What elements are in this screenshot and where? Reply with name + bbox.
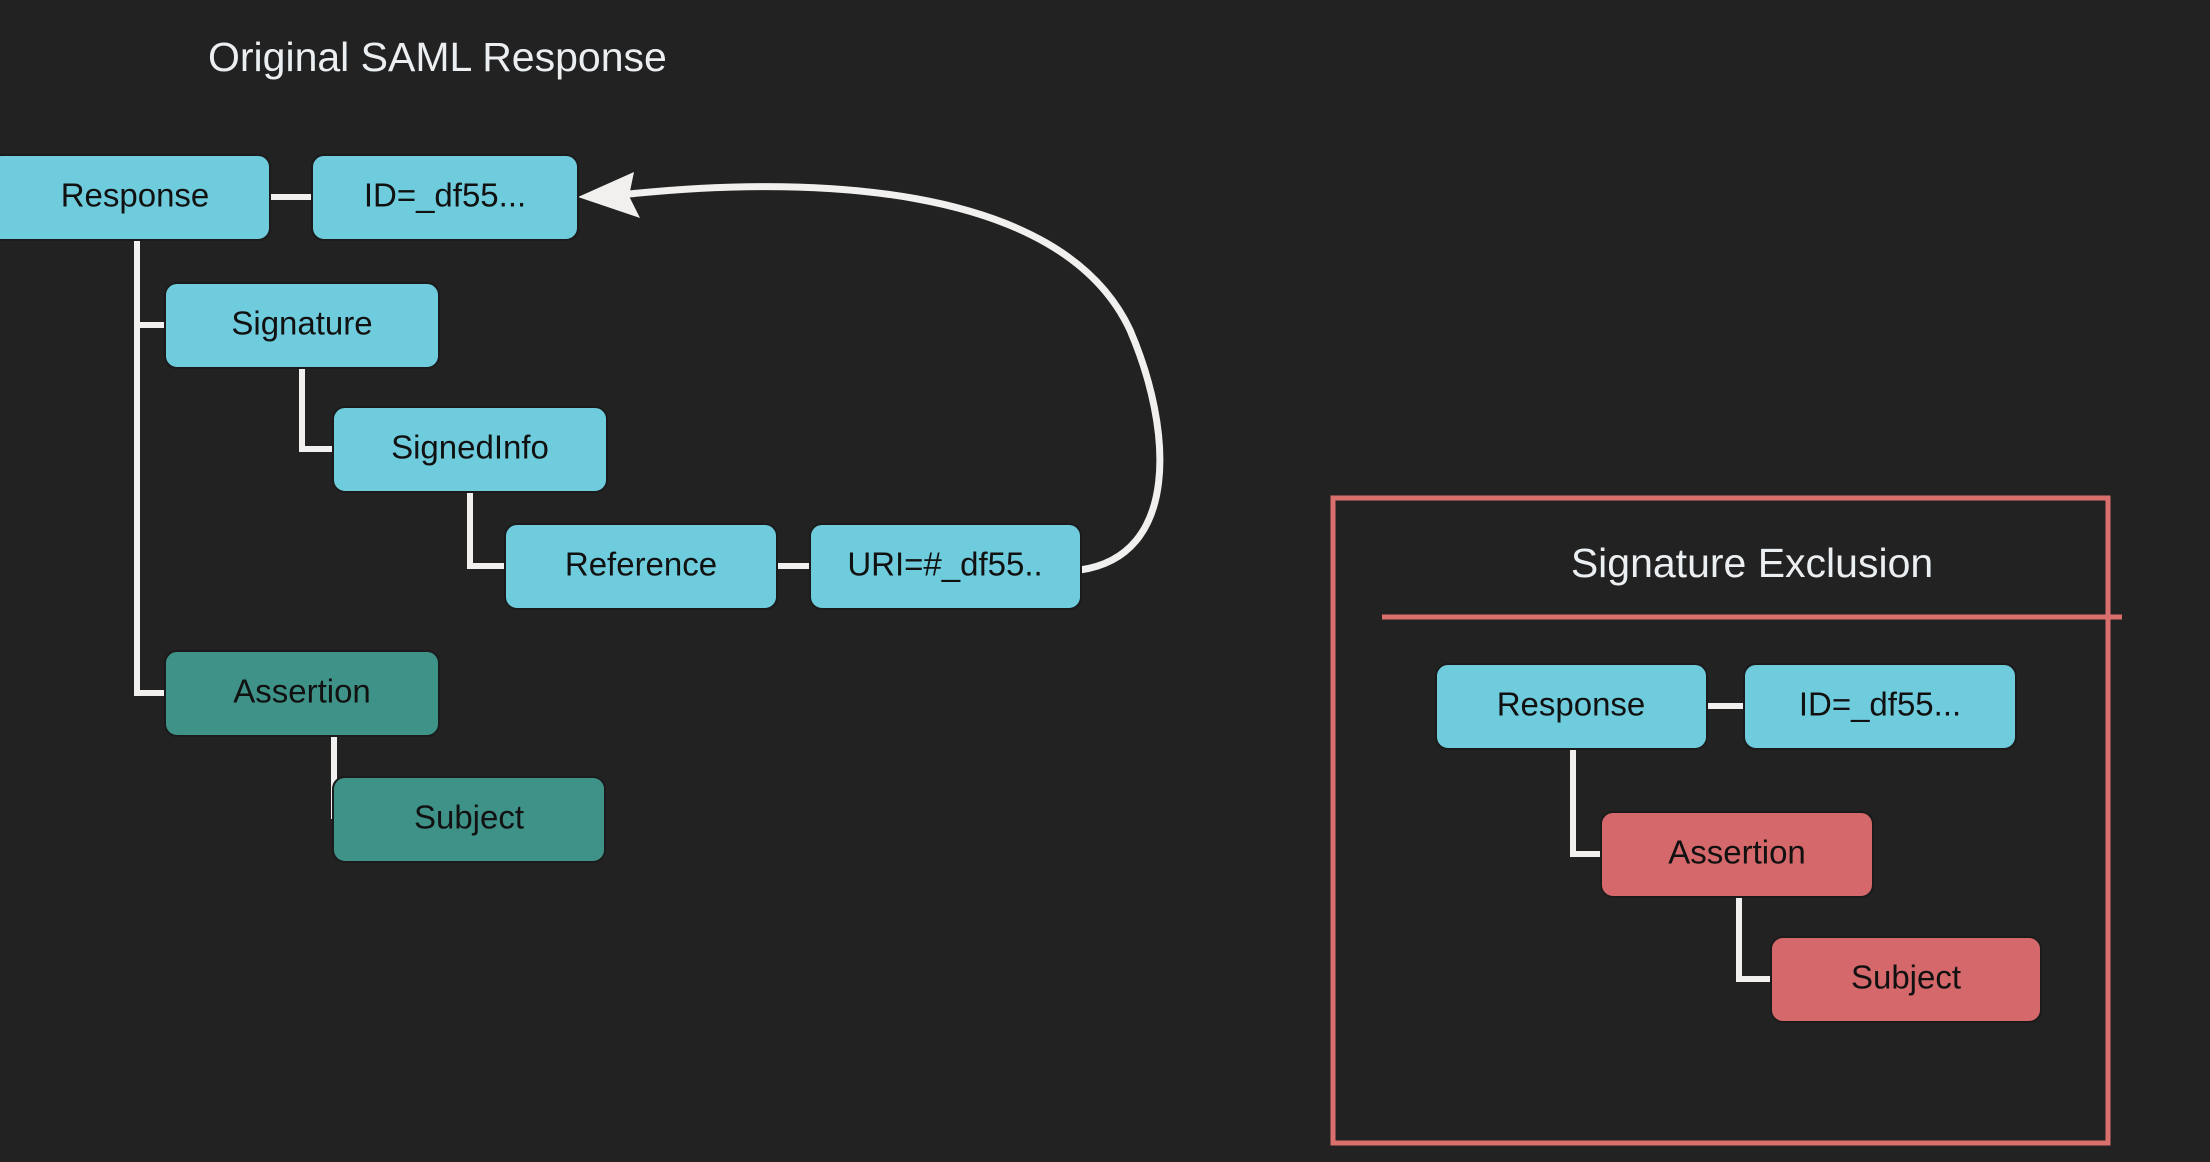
node-id-attribute-box[interactable] [311, 154, 579, 241]
panel-title: Signature Exclusion [1571, 540, 1933, 586]
node-uri-attribute[interactable]: URI=#_df55.. [809, 523, 1082, 610]
node-assertion-box[interactable] [164, 650, 440, 737]
panel-node-id-attribute-label: ID=_df55... [1799, 686, 1961, 723]
node-signature[interactable]: Signature [164, 282, 440, 369]
node-signature-label: Signature [231, 305, 372, 342]
node-assertion-label: Assertion [233, 673, 371, 710]
node-subject-label: Subject [414, 799, 524, 836]
signature-exclusion-panel: Signature Exclusion Response ID=_df55... [1330, 495, 2122, 1146]
node-signedinfo[interactable]: SignedInfo [332, 406, 608, 493]
node-id-attribute[interactable]: ID=_df55... [311, 154, 579, 241]
panel-node-response-label: Response [1497, 686, 1646, 723]
panel-node-subject-box[interactable] [1770, 936, 2042, 1023]
node-signature-box[interactable] [164, 282, 440, 369]
panel-node-assertion-box[interactable] [1600, 811, 1874, 898]
panel-node-subject[interactable]: Subject [1770, 936, 2042, 1023]
panel-node-response-box[interactable] [1435, 663, 1708, 750]
node-response-box[interactable] [0, 154, 271, 241]
panel-node-id-attribute-box[interactable] [1743, 663, 2017, 750]
node-uri-attribute-label: URI=#_df55.. [847, 546, 1042, 583]
connector-signedinfo-to-reference [467, 492, 505, 569]
panel-connector-response-to-assertion [1570, 748, 1601, 857]
left-diagram-group: Original SAML Response [0, 34, 1164, 863]
panel-node-id-attribute[interactable]: ID=_df55... [1743, 663, 2017, 750]
loop-arrow-head [578, 172, 640, 218]
node-signedinfo-box[interactable] [332, 406, 608, 493]
left-diagram-title: Original SAML Response [208, 34, 667, 80]
node-reference[interactable]: Reference [504, 523, 778, 610]
panel-node-assertion-label: Assertion [1668, 834, 1806, 871]
node-response[interactable]: Response [0, 154, 271, 241]
connector-response-to-assertion [134, 240, 165, 696]
signature-reference-loop-arrow [578, 172, 1164, 574]
node-subject-box[interactable] [332, 776, 606, 863]
node-assertion[interactable]: Assertion [164, 650, 440, 737]
panel-node-response[interactable]: Response [1435, 663, 1708, 750]
panel-node-subject-label: Subject [1851, 959, 1961, 996]
panel-connector-assertion-to-subject [1736, 888, 1771, 982]
panel-node-assertion[interactable]: Assertion [1600, 811, 1874, 898]
node-response-label: Response [61, 177, 210, 214]
node-signedinfo-label: SignedInfo [391, 429, 549, 466]
loop-arrow-path [619, 183, 1164, 574]
panel-connectors [1570, 703, 1771, 982]
node-uri-attribute-box[interactable] [809, 523, 1082, 610]
panel-frame [1330, 495, 2111, 1146]
left-connectors [134, 194, 810, 822]
node-id-attribute-label: ID=_df55... [364, 177, 526, 214]
connector-signature-to-signedinfo [299, 368, 333, 452]
connector-response-to-signature [134, 240, 165, 328]
node-subject[interactable]: Subject [332, 776, 606, 863]
node-reference-label: Reference [565, 546, 717, 583]
node-reference-box[interactable] [504, 523, 778, 610]
